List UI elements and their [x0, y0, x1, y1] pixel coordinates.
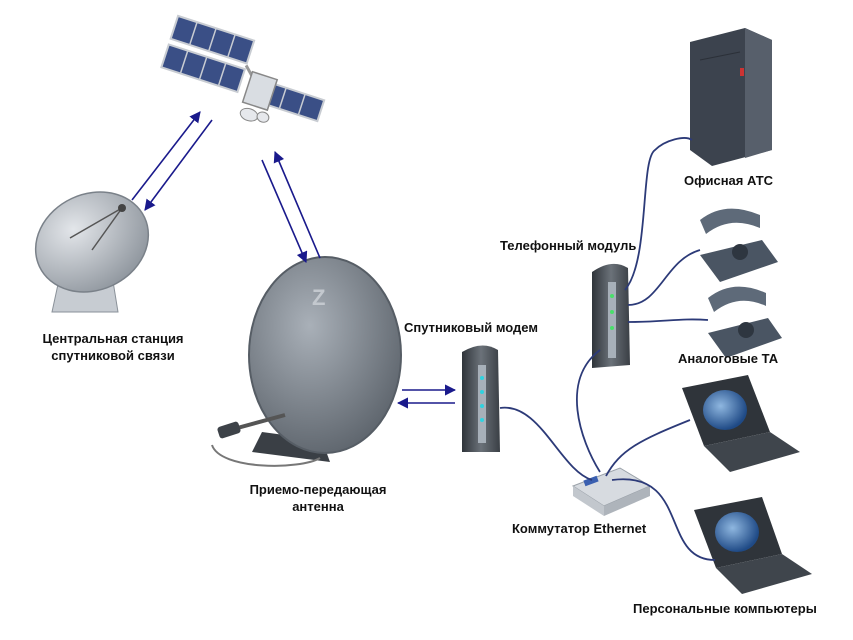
label-personal-computers: Персональные компьютеры	[633, 601, 817, 616]
label-analog-phones: Аналоговые ТА	[678, 351, 779, 366]
label-phone-module: Телефонный модуль	[500, 238, 637, 253]
label-antenna: Приемо-передающая антенна	[249, 482, 387, 514]
sat-to-antenna-arrow	[261, 159, 308, 264]
downlink-arrow	[144, 119, 213, 211]
label-office-pbx: Офисная АТС	[684, 173, 774, 188]
signal-arrows	[131, 111, 457, 409]
cable-lines	[499, 137, 716, 561]
cable-module-phone2	[627, 318, 709, 323]
office-pbx-icon	[690, 28, 772, 166]
antenna-to-sat-arrow	[273, 150, 321, 259]
analog-phone-icon	[700, 208, 778, 282]
central-station-dish-icon	[34, 191, 150, 313]
label-satellite-modem: Спутниковый модем	[404, 320, 538, 335]
uplink-arrow	[131, 111, 201, 201]
cable-module-phone1	[627, 249, 701, 306]
phone-module-icon	[592, 263, 630, 368]
label-ethernet-switch: Коммутатор Ethernet	[512, 521, 647, 536]
analog-phone-icon	[708, 286, 782, 358]
cable-modem-switch	[499, 406, 593, 481]
cable-module-pbx	[624, 137, 693, 291]
laptop-icon	[682, 375, 800, 472]
satellite-icon	[160, 14, 326, 123]
laptop-icon	[694, 497, 812, 594]
cable-switch-phonemodule	[576, 349, 601, 473]
antenna-dish-icon: Z	[211, 256, 402, 467]
svg-text:Z: Z	[312, 285, 325, 310]
label-central-station: Центральная станция спутниковой связи	[42, 331, 184, 363]
cable-switch-laptop2	[611, 478, 716, 561]
cable-switch-laptop1	[605, 419, 691, 477]
satellite-modem-icon	[462, 345, 500, 452]
ethernet-switch-icon	[571, 467, 652, 516]
